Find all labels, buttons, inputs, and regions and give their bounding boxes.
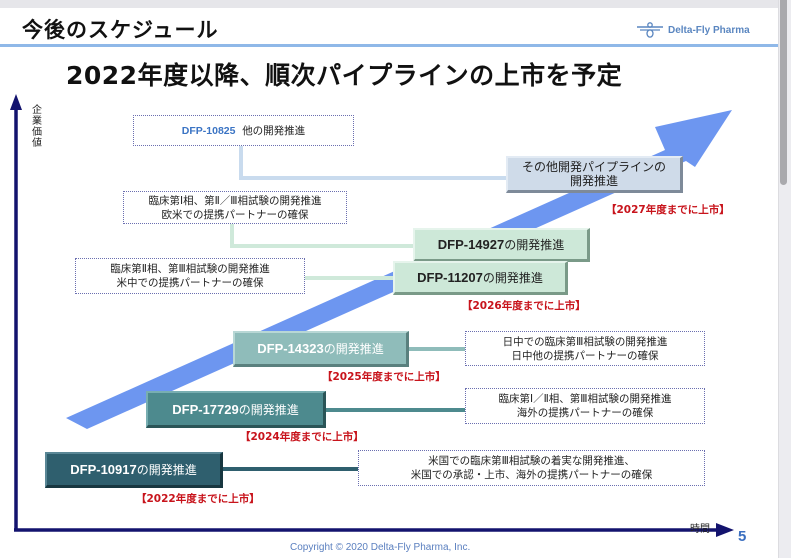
stage-dfp11207-code: DFP-11207 xyxy=(417,270,483,285)
note-dfp17729-line1: 臨床第Ⅰ／Ⅱ相、第Ⅲ相試験の開発推進 xyxy=(498,393,672,405)
note-dfp14927: 臨床第Ⅰ相、第Ⅱ／Ⅲ相試験の開発推進 欧米での提携パートナーの確保 xyxy=(123,191,347,224)
stage-dfp14323-code: DFP-14323 xyxy=(257,341,324,356)
scrollbar-thumb[interactable] xyxy=(780,0,787,185)
stage-dfp14927-code: DFP-14927 xyxy=(437,237,505,252)
note-dfp11207: 臨床第Ⅱ相、第Ⅲ相試験の開発推進 米中での提携パートナーの確保 xyxy=(75,258,305,294)
connector-dfp14927 xyxy=(230,213,420,248)
note-dfp14323-line2: 日中他の提携パートナーの確保 xyxy=(511,349,659,362)
stage-dfp14323-suffix: の開発推進 xyxy=(323,342,384,356)
y-axis-label-char: 値 xyxy=(32,138,42,149)
launch-label-2026: 【2026年度までに上市】 xyxy=(462,300,586,312)
company-logo: Delta-Fly Pharma xyxy=(636,22,750,38)
note-dfp10917: 米国での臨床第Ⅲ相試験の着実な開発推進、 米国での承認・上市、海外の提携パートナ… xyxy=(358,450,705,486)
note-dfp17729-line2: 海外の提携パートナーの確保 xyxy=(516,407,654,419)
y-axis-arrowhead xyxy=(10,94,22,110)
note-dfp17729: 臨床第Ⅰ／Ⅱ相、第Ⅲ相試験の開発推進 海外の提携パートナーの確保 xyxy=(465,388,705,424)
copyright: Copyright © 2020 Delta-Fly Pharma, Inc. xyxy=(290,542,471,553)
viewer-top-bar xyxy=(0,0,791,8)
y-axis-label: 企業価値 xyxy=(31,105,43,149)
note-dfp14927-line2: 欧米での提携パートナーの確保 xyxy=(161,208,309,221)
x-axis-arrowhead xyxy=(716,523,734,537)
note-dfp10825-code: DFP-10825 xyxy=(181,124,236,137)
note-dfp10825: DFP-10825 他の開発推進 xyxy=(133,115,354,146)
y-axis-label-char: 企 xyxy=(32,105,42,116)
x-axis-label: 時間 xyxy=(690,524,710,535)
launch-label-2022: 【2022年度までに上市】 xyxy=(136,493,260,505)
y-axis-label-char: 価 xyxy=(32,127,42,138)
note-dfp10825-text: 他の開発推進 xyxy=(242,124,306,137)
slide: 今後のスケジュール Delta-Fly Pharma 2022年度以降、順次パイ… xyxy=(0,8,778,558)
launch-label-2025: 【2025年度までに上市】 xyxy=(322,371,446,383)
stage-other-pipelines: その他開発パイプラインの 開発推進 xyxy=(506,156,683,193)
slide-header-title: 今後のスケジュール xyxy=(22,18,219,42)
stage-dfp11207-suffix: の開発推進 xyxy=(482,271,543,285)
note-dfp10917-line2: 米国での承認・上市、海外の提携パートナーの確保 xyxy=(410,469,653,481)
header-rule xyxy=(0,44,778,47)
note-dfp14927-line1: 臨床第Ⅰ相、第Ⅱ／Ⅲ相試験の開発推進 xyxy=(148,194,322,207)
stage-dfp17729-suffix: の開発推進 xyxy=(238,402,299,417)
note-dfp11207-line2: 米中での提携パートナーの確保 xyxy=(116,277,264,289)
note-dfp14323: 日中での臨床第Ⅲ相試験の開発推進 日中他の提携パートナーの確保 xyxy=(465,331,705,366)
stage-dfp17729-code: DFP-17729 xyxy=(172,401,239,417)
launch-label-2027: 【2027年度までに上市】 xyxy=(606,204,730,216)
dragonfly-logo-icon xyxy=(637,22,663,38)
stage-dfp10917-suffix: の開発推進 xyxy=(136,463,197,477)
connector-dfp10825 xyxy=(239,144,520,180)
page-number: 5 xyxy=(738,528,747,545)
note-dfp10917-line1: 米国での臨床第Ⅲ相試験の着実な開発推進、 xyxy=(428,455,635,467)
y-axis-label-char: 業 xyxy=(32,116,42,127)
logo-text: Delta-Fly Pharma xyxy=(668,24,750,36)
stage-other-line1: その他開発パイプラインの xyxy=(521,160,666,174)
launch-label-2024: 【2024年度までに上市】 xyxy=(240,431,364,443)
stage-other-line2: 開発推進 xyxy=(569,174,618,188)
note-dfp11207-line1: 臨床第Ⅱ相、第Ⅲ相試験の開発推進 xyxy=(110,263,270,275)
stage-dfp14927-suffix: の開発推進 xyxy=(504,238,565,252)
note-dfp14323-line1: 日中での臨床第Ⅲ相試験の開発推進 xyxy=(502,335,668,348)
main-title: 2022年度以降、順次パイプラインの上市を予定 xyxy=(66,61,623,90)
stage-dfp10917-code: DFP-10917 xyxy=(70,462,137,477)
